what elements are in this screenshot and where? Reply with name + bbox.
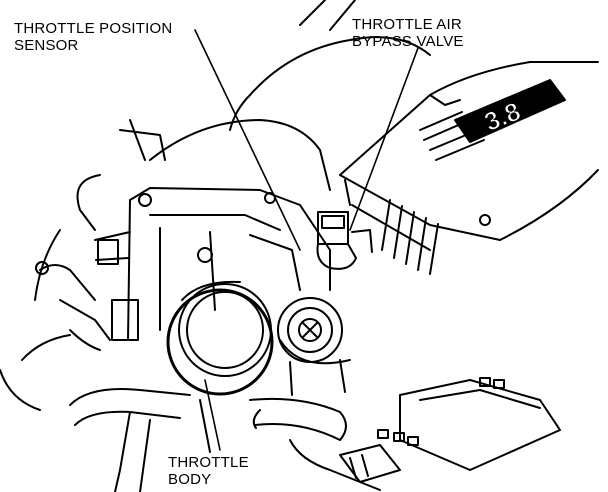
mass-air-sensor-connector [339,377,561,483]
label-line: THROTTLE AIR [352,16,462,33]
throttle-body-housing [127,187,331,341]
label-line: SENSOR [14,37,79,54]
label-line: BODY [168,471,212,488]
label-line: THROTTLE [168,454,249,471]
lower-hoses [69,388,381,492]
left-hardware [35,119,166,351]
engine-background [0,0,431,411]
leader-throttle-air-bypass-valve [349,47,419,231]
throttle-position-sensor [277,297,351,396]
label-throttle-air-bypass-valve: THROTTLE AIR BYPASS VALVE [352,16,464,50]
label-line: THROTTLE POSITION [14,20,173,37]
leader-throttle-body [204,379,221,451]
engine-badge-plate: 3.8 [454,79,566,143]
callout-leaders [194,29,419,451]
label-line: BYPASS VALVE [352,33,464,50]
label-throttle-position-sensor: THROTTLE POSITION SENSOR [14,20,172,54]
label-throttle-body: THROTTLE BODY [168,454,249,488]
throttle-air-bypass-valve [316,211,373,270]
throttle-bore [166,280,274,396]
leader-throttle-position-sensor [194,29,301,251]
